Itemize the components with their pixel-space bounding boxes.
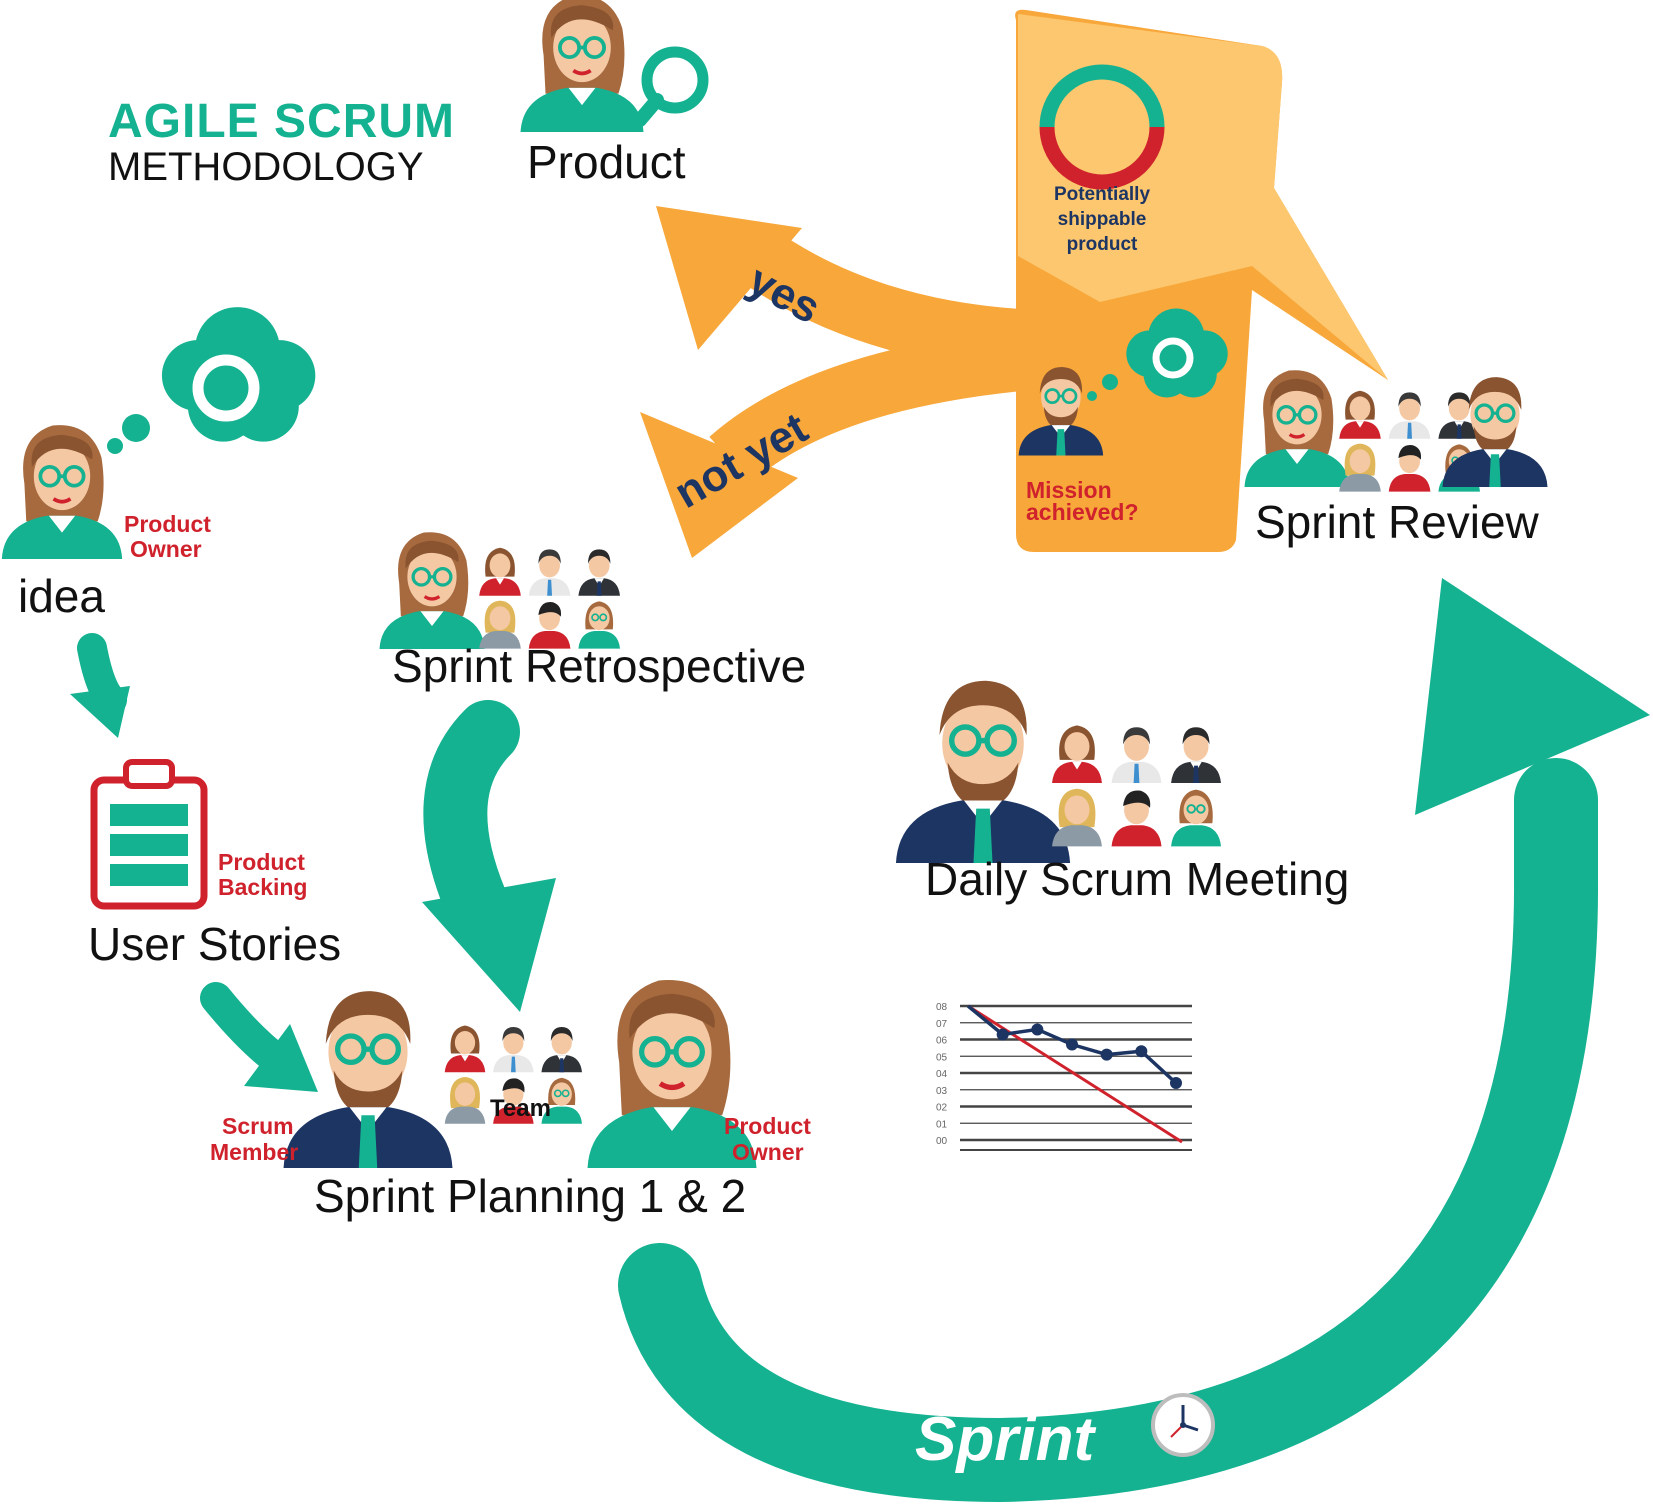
idea-icon: [192, 354, 260, 422]
stories-to-planning-arrow-head: [244, 1024, 318, 1092]
burndown-tick-label: 08: [936, 1002, 948, 1013]
burndown-point: [1066, 1038, 1078, 1051]
scrum-member-role-line-2: Member: [210, 1139, 298, 1165]
retro-to-planning-arrow: [423, 700, 520, 932]
burndown-point: [1031, 1023, 1044, 1036]
burndown-tick-label: 04: [936, 1069, 948, 1080]
daily-scrum-lead-avatar: [896, 681, 1070, 863]
thought-dot: [1087, 391, 1097, 401]
thought-dot: [107, 438, 123, 454]
not-yet-arrow-head: [640, 412, 798, 558]
idea-thought-bubble: [161, 307, 316, 442]
product-backlog-clipboard-icon: [90, 759, 208, 910]
mission-line-1: Mission: [1026, 477, 1112, 503]
idea-owner-avatar: [0, 423, 125, 561]
product-label: Product: [527, 136, 686, 188]
title-line-2: METHODOLOGY: [108, 145, 424, 189]
idea-to-stories-arrow-head: [70, 686, 130, 738]
product-owner-avatar: [518, 0, 646, 134]
shippable-ring-teal: [1039, 64, 1165, 128]
shippable-line-1: Potentially: [1054, 184, 1151, 205]
planning-owner-role-line-2: Owner: [732, 1139, 804, 1165]
burndown-chart: 08 07 06 05 04 03 02 01 00: [936, 1002, 1192, 1151]
thought-dot: [1102, 374, 1118, 390]
daily-scrum-meeting-label: Daily Scrum Meeting: [925, 853, 1349, 905]
not-yet-arrow: [709, 329, 1024, 484]
shippable-panel-highlight: [1018, 14, 1388, 380]
idea-role-line-1: Product: [124, 511, 211, 537]
sprint-cycle-arrow-head: [1415, 578, 1650, 815]
retro-to-planning-arrow-head: [422, 878, 556, 1012]
thought-dot: [122, 414, 150, 442]
backlog-role-line-1: Product: [218, 849, 305, 875]
shippable-line-3: product: [1067, 234, 1138, 255]
master-thought-icon: [1152, 337, 1194, 379]
burndown-point: [1135, 1045, 1148, 1058]
burndown-point: [1170, 1077, 1182, 1090]
review-owner-avatar: [1242, 368, 1352, 489]
burndown-tick-label: 00: [936, 1136, 948, 1147]
team-label: Team: [490, 1095, 551, 1122]
burndown-tick-label: 01: [936, 1119, 948, 1130]
burndown-point: [996, 1028, 1009, 1041]
product-magnifier-icon: [633, 46, 709, 127]
title-line-1: AGILE SCRUM: [108, 95, 455, 148]
backlog-role-line-2: Backing: [218, 874, 307, 900]
daily-scrum-team-icon: [1052, 725, 1221, 846]
retrospective-lead-avatar: [377, 530, 487, 651]
shippable-line-2: shippable: [1058, 209, 1147, 230]
clock-icon: [1151, 1393, 1215, 1457]
planning-owner-role-line-1: Product: [724, 1113, 811, 1139]
idea-role-line-2: Owner: [130, 536, 202, 562]
burndown-tick-label: 03: [936, 1086, 948, 1097]
burndown-tick-label: 07: [936, 1019, 948, 1030]
sprint-label: Sprint: [915, 1405, 1096, 1474]
burndown-tick-label: 05: [936, 1052, 948, 1063]
yes-arrow-head: [656, 206, 802, 350]
sprint-planning-label: Sprint Planning 1 & 2: [314, 1170, 746, 1222]
burndown-tick-label: 02: [936, 1103, 948, 1114]
shippable-ring-red: [1039, 126, 1165, 190]
user-stories-label: User Stories: [88, 918, 341, 970]
sprint-cycle-arrow: [618, 758, 1599, 1503]
scrum-member-role-line-1: Scrum: [222, 1113, 294, 1139]
idea-label: idea: [18, 570, 105, 622]
retrospective-team-icon: [479, 548, 620, 649]
sprint-retrospective-label: Sprint Retrospective: [392, 640, 806, 692]
burndown-point: [1100, 1048, 1113, 1061]
burndown-tick-label: 06: [936, 1036, 948, 1047]
sprint-review-label: Sprint Review: [1255, 496, 1540, 548]
mission-line-2: achieved?: [1026, 499, 1139, 525]
